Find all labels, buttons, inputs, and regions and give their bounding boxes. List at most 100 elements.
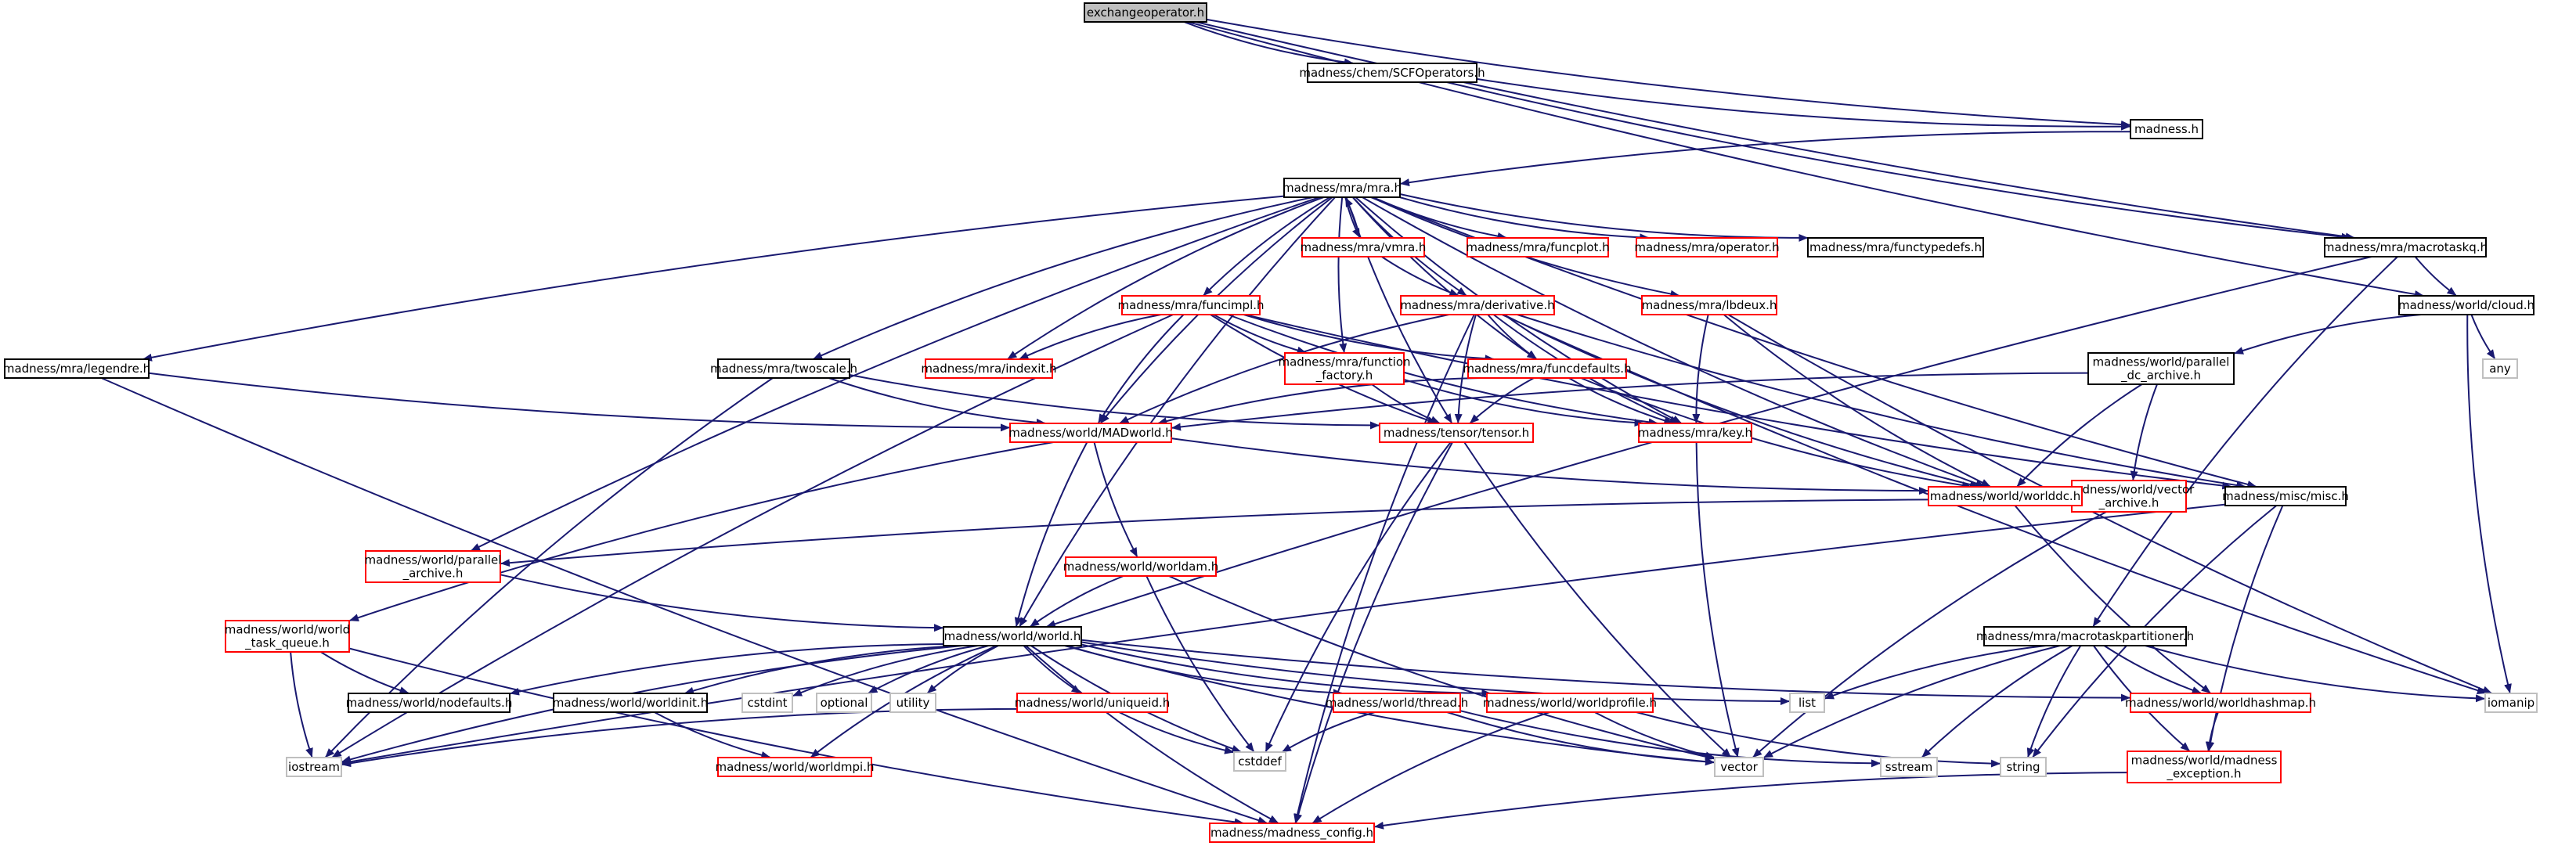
node-box bbox=[889, 693, 936, 713]
node-worldhashmap[interactable]: madness/world/worldhashmap.h bbox=[2125, 693, 2316, 713]
node-worlddc[interactable]: madness/world/worlddc.h bbox=[1928, 486, 2083, 506]
node-derivative[interactable]: madness/mra/derivative.h bbox=[1400, 295, 1555, 315]
edge-mra-to-funcdefaults bbox=[1351, 196, 1537, 360]
edge-funcimpl-to-indexit bbox=[1019, 314, 1161, 360]
node-funcplot[interactable]: madness/mra/funcplot.h bbox=[1466, 237, 1610, 257]
edge-lbdeux-to-worlddc bbox=[1723, 314, 1991, 488]
node-worldam[interactable]: madness/world/worldam.h bbox=[1063, 556, 1218, 577]
edge-worldam-to-cstddef bbox=[1145, 575, 1254, 752]
node-iostream[interactable]: iostream bbox=[286, 757, 342, 777]
node-worldinit[interactable]: madness/world/worldinit.h bbox=[553, 693, 708, 713]
node-parallel-archive[interactable]: madness/world/parallel_archive.h bbox=[365, 550, 502, 583]
node-iomanip[interactable]: iomanip bbox=[2484, 693, 2538, 713]
edge-world-to-list bbox=[1081, 641, 1790, 706]
node-twoscale[interactable]: madness/mra/twoscale.h bbox=[710, 358, 857, 379]
node-box bbox=[1467, 237, 1609, 257]
node-label: madness/madness_config.h bbox=[1210, 826, 1373, 841]
node-worldmpi[interactable]: madness/world/worldmpi.h bbox=[716, 757, 875, 777]
node-sstream[interactable]: sstream bbox=[1880, 757, 1938, 777]
node-label: madness/world/cloud.h bbox=[2398, 298, 2535, 312]
node-label: list bbox=[1799, 696, 1816, 710]
node-vector[interactable]: vector bbox=[1714, 757, 1764, 777]
node-optional[interactable]: optional bbox=[816, 693, 872, 713]
node-thread[interactable]: madness/world/thread.h bbox=[1326, 693, 1469, 713]
node-cstddef[interactable]: cstddef bbox=[1233, 751, 1286, 772]
node-function-factory[interactable]: madness/mra/function_factory.h bbox=[1278, 352, 1411, 385]
node-legendre[interactable]: madness/mra/legendre.h bbox=[3, 358, 150, 379]
node-madworld[interactable]: madness/world/MADworld.h bbox=[1008, 423, 1173, 443]
edge-derivative-to-misc bbox=[1517, 314, 2246, 490]
node-any[interactable]: any bbox=[2482, 358, 2518, 379]
node-box bbox=[1333, 693, 1461, 713]
edge-vector_archive-to-vector bbox=[1752, 511, 2107, 758]
node-tensor[interactable]: madness/tensor/tensor.h bbox=[1379, 423, 1534, 443]
node-box bbox=[2000, 757, 2047, 777]
edge-scfoperators-to-macrotaskq bbox=[1446, 81, 2351, 241]
edge-macrotaskq-to-macrotaskpartitioner bbox=[2092, 256, 2398, 628]
edge-cloud-to-parallel_dc_archive bbox=[2234, 314, 2422, 355]
node-box bbox=[816, 693, 872, 713]
edge-macrotaskpartitioner-to-string bbox=[2026, 645, 2082, 758]
edge-derivative-to-madness_config bbox=[1293, 314, 1475, 824]
edge-misc-to-iostream bbox=[341, 503, 2226, 766]
node-parallel-dc-archive[interactable]: madness/world/parallel_dc_archive.h bbox=[2087, 352, 2235, 385]
node-madness-exception[interactable]: madness/world/madness_exception.h bbox=[2127, 751, 2282, 783]
node-uniqueid[interactable]: madness/world/uniqueid.h bbox=[1015, 693, 1171, 713]
node-label: madness/world/worldam.h bbox=[1063, 560, 1218, 574]
node-exchangeoperator[interactable]: exchangeoperator.h bbox=[1084, 2, 1207, 23]
edge-world_task_queue-to-madness_config bbox=[348, 647, 1244, 826]
node-box bbox=[1307, 63, 1477, 83]
edge-macrotaskpartitioner-to-list bbox=[1824, 645, 2047, 700]
node-box bbox=[2127, 751, 2282, 783]
node-nodefaults[interactable]: madness/world/nodefaults.h bbox=[346, 693, 513, 713]
edge-world-to-iostream bbox=[341, 645, 962, 764]
node-utility[interactable]: utility bbox=[889, 693, 936, 713]
node-label: _archive.h bbox=[402, 567, 464, 581]
node-string[interactable]: string bbox=[2000, 757, 2047, 777]
node-indexit[interactable]: madness/mra/indexit.h bbox=[921, 358, 1057, 379]
node-operator[interactable]: madness/mra/operator.h bbox=[1634, 237, 1780, 257]
edge-funcimpl-to-iostream bbox=[331, 314, 1174, 758]
edge-legendre-to-madworld bbox=[148, 372, 1010, 432]
edge-world-to-madness_config bbox=[1025, 645, 1279, 824]
edge-scfoperators-to-madness bbox=[1476, 77, 2130, 131]
node-cstdint[interactable]: cstdint bbox=[741, 693, 793, 713]
node-list[interactable]: list bbox=[1789, 693, 1825, 713]
node-functypedefs[interactable]: madness/mra/functypedefs.h bbox=[1807, 237, 1984, 257]
edge-worlddc-to-parallel_archive bbox=[500, 499, 1929, 567]
edge-world_task_queue-to-iostream bbox=[290, 651, 313, 758]
node-label: exchangeoperator.h bbox=[1087, 5, 1204, 20]
node-box bbox=[1880, 757, 1938, 777]
node-mra[interactable]: madness/mra/mra.h bbox=[1283, 178, 1402, 198]
node-funcdefaults[interactable]: madness/mra/funcdefaults.h bbox=[1463, 358, 1632, 379]
edge-uniqueid-to-cstddef bbox=[1118, 711, 1235, 754]
node-misc[interactable]: madness/misc/misc.h bbox=[2222, 486, 2349, 506]
node-funcimpl[interactable]: madness/mra/funcimpl.h bbox=[1117, 295, 1265, 315]
node-label: madness/mra/macrotaskpartitioner.h bbox=[1976, 629, 2194, 643]
node-key[interactable]: madness/mra/key.h bbox=[1638, 423, 1752, 443]
node-label: madness/mra/vmra.h bbox=[1301, 240, 1427, 254]
edge-derivative-to-iomanip bbox=[1501, 314, 2487, 694]
node-macrotaskpartitioner[interactable]: madness/mra/macrotaskpartitioner.h bbox=[1976, 626, 2194, 646]
node-vector-archive[interactable]: madness/world/vector_archive.h bbox=[2064, 480, 2195, 513]
edge-funcimpl-to-key bbox=[1228, 314, 1658, 427]
node-lbdeux[interactable]: madness/mra/lbdeux.h bbox=[1641, 295, 1777, 315]
node-macrotaskq[interactable]: madness/mra/macrotaskq.h bbox=[2323, 237, 2488, 257]
node-madness-config[interactable]: madness/madness_config.h bbox=[1209, 823, 1375, 843]
node-world-task-queue[interactable]: madness/world/world_task_queue.h bbox=[225, 620, 350, 653]
node-label: madness/mra/funcdefaults.h bbox=[1463, 362, 1631, 376]
node-box bbox=[1807, 237, 1984, 257]
node-worldprofile[interactable]: madness/world/worldprofile.h bbox=[1483, 693, 1657, 713]
node-box bbox=[717, 358, 850, 379]
node-box bbox=[1400, 295, 1555, 315]
node-world[interactable]: madness/world/world.h bbox=[943, 626, 1082, 646]
node-scfoperators[interactable]: madness/chem/SCFOperators.h bbox=[1299, 63, 1485, 83]
node-box bbox=[2130, 693, 2311, 713]
edge-madness_exception-to-madness_config bbox=[1374, 772, 2128, 830]
node-label: madness/mra/functypedefs.h bbox=[1809, 240, 1982, 254]
edge-macrotaskq-to-cloud bbox=[2414, 256, 2457, 297]
node-vmra[interactable]: madness/mra/vmra.h bbox=[1301, 237, 1427, 257]
node-madness[interactable]: madness.h bbox=[2130, 119, 2203, 139]
node-box bbox=[1209, 823, 1375, 843]
node-cloud[interactable]: madness/world/cloud.h bbox=[2398, 295, 2535, 315]
